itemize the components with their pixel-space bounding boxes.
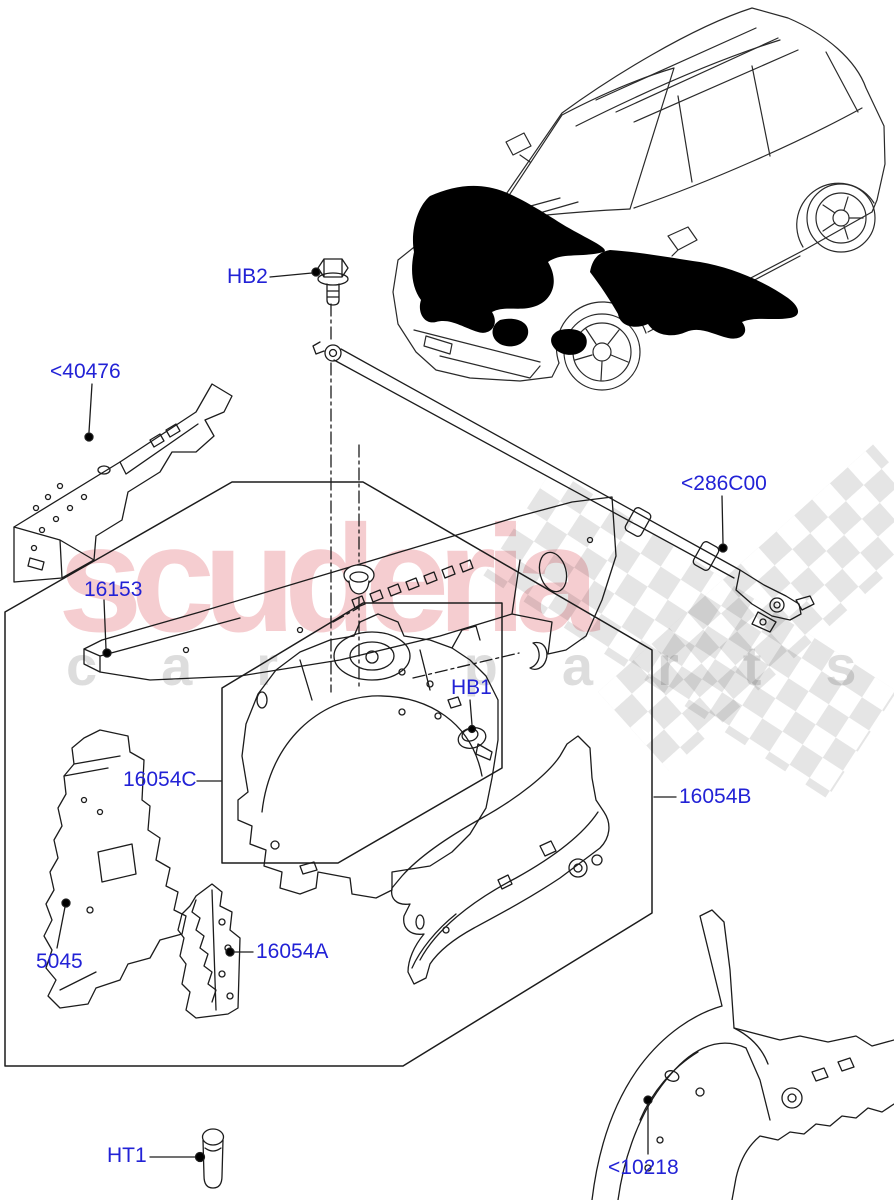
part-label-16054a: 16054A xyxy=(256,940,329,963)
vehicle-illustration xyxy=(392,7,886,391)
grommet-drawing xyxy=(529,641,548,670)
cowl-side-panel-16054b-drawing xyxy=(390,735,610,985)
watermark-brand: scuderia xyxy=(58,494,599,664)
part-label-ht1: HT1 xyxy=(107,1144,147,1167)
part-label-5045: 5045 xyxy=(36,950,83,973)
part-label-16054c: 16054C xyxy=(123,768,197,791)
dome-plug-drawing xyxy=(343,564,375,595)
bolt-hb2-drawing xyxy=(317,258,349,306)
wheelhouse-16054c-drawing xyxy=(237,613,499,899)
part-label-286c00: <286C00 xyxy=(681,472,767,495)
plug-ht1-drawing xyxy=(201,1128,225,1189)
engine-bay-highlight xyxy=(412,185,799,355)
hinge-pillar-5045-drawing xyxy=(43,729,187,1009)
part-label-10218: <10218 xyxy=(608,1156,679,1179)
front-apron-10218-drawing xyxy=(591,909,894,1200)
apron-rail-40476-drawing xyxy=(13,383,233,583)
inner-assembly-box xyxy=(221,602,503,864)
leader-lines xyxy=(56,267,728,1163)
centerlines xyxy=(330,303,520,693)
part-label-16153: 16153 xyxy=(84,578,143,601)
outer-assembly-box xyxy=(4,481,653,1067)
pillar-reinforcement-16054a-drawing xyxy=(177,883,241,1019)
reinforcement-panel-16153-drawing xyxy=(83,496,617,681)
part-label-40476: <40476 xyxy=(50,360,121,383)
part-label-16054b: 16054B xyxy=(679,785,752,808)
part-label-hb2: HB2 xyxy=(227,265,268,288)
part-label-hb1: HB1 xyxy=(451,676,492,699)
strut-brace-drawing xyxy=(312,341,815,633)
watermark-tagline: car parts xyxy=(66,634,894,697)
